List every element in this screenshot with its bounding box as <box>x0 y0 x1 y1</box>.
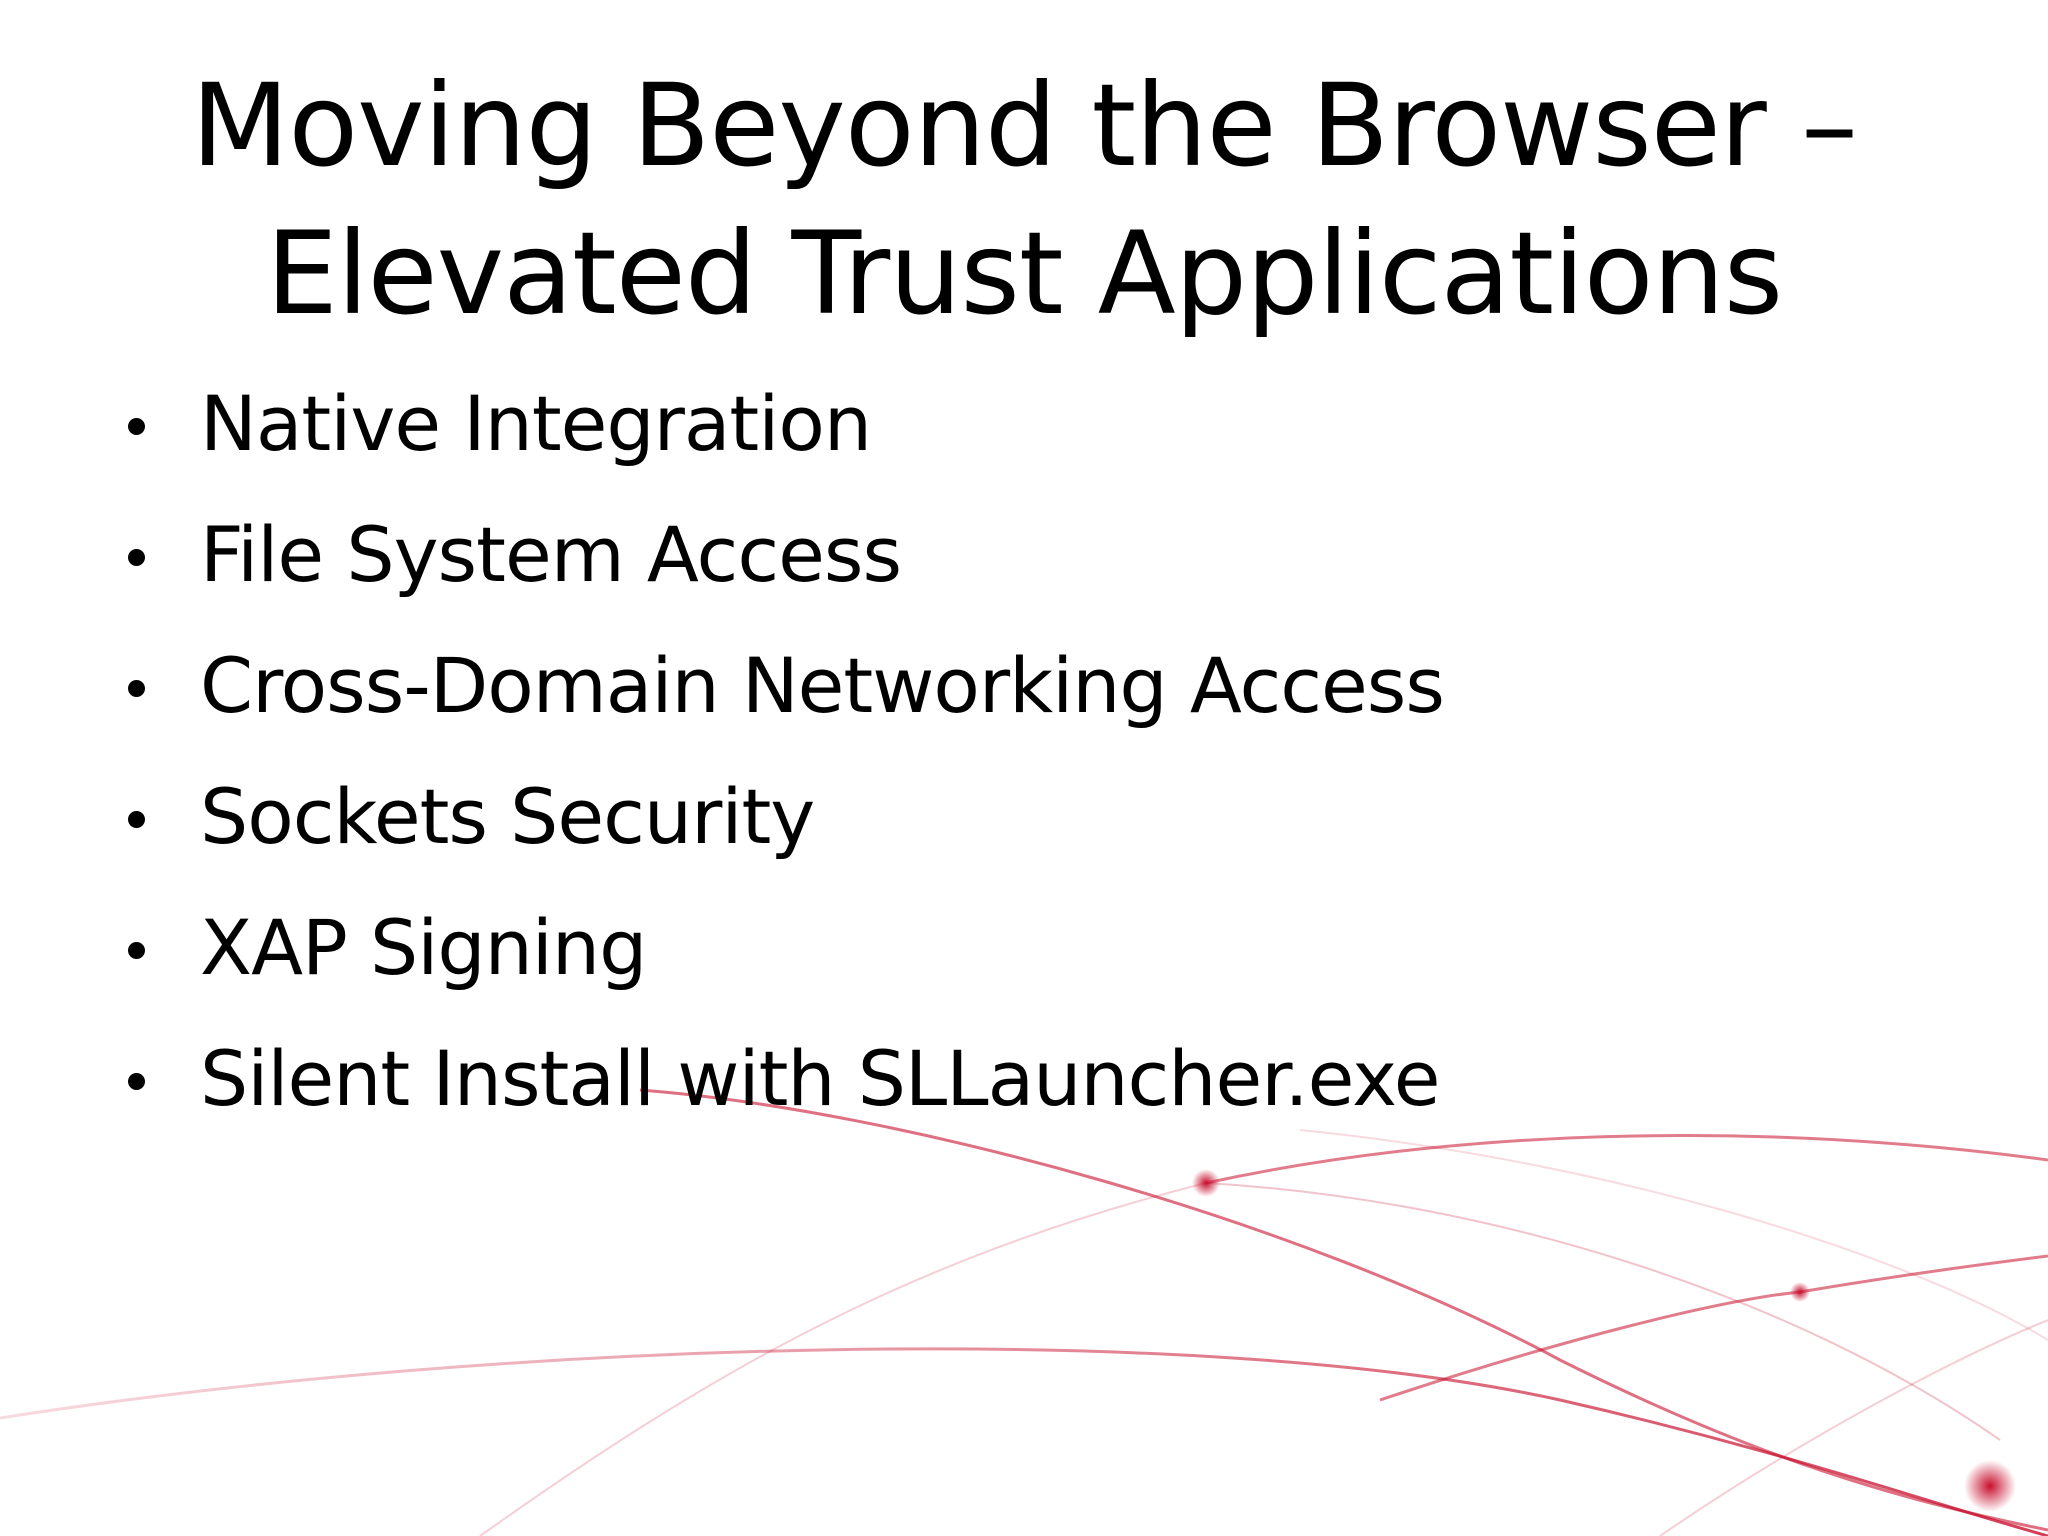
bullet-icon <box>128 811 145 828</box>
slide-title: Moving Beyond the Browser – Elevated Tru… <box>0 52 2048 348</box>
bullet-icon <box>128 942 145 959</box>
glow-dot <box>1790 1282 1810 1302</box>
bullet-item: Native Integration <box>122 368 1444 499</box>
arc-line <box>639 1088 2048 1532</box>
bullet-item: XAP Signing <box>122 892 1444 1023</box>
arc-line <box>479 1182 1207 1536</box>
bullet-text: Cross-Domain Networking Access <box>200 641 1445 730</box>
slide-title-line-2: Elevated Trust Applications <box>265 207 1783 340</box>
glow-dot <box>1964 1460 2016 1512</box>
bullet-icon <box>128 549 145 566</box>
bullet-item: Sockets Security <box>122 761 1444 892</box>
bullet-icon <box>128 1073 145 1090</box>
slide-title-line-1: Moving Beyond the Browser – <box>190 59 1858 192</box>
arc-line <box>1299 1129 2048 1341</box>
bullet-item: Cross-Domain Networking Access <box>122 630 1445 761</box>
bullet-list: Native Integration File System Access Cr… <box>122 368 1445 1154</box>
bullet-text: Native Integration <box>200 379 872 468</box>
arc-line <box>1379 1254 2048 1402</box>
bullet-text: XAP Signing <box>200 903 647 992</box>
bullet-item: File System Access <box>122 499 1444 630</box>
bullet-item: Silent Install with SLLauncher.exe <box>122 1023 1444 1154</box>
arc-line <box>0 1347 2048 1536</box>
arc-line <box>1205 1134 2048 1185</box>
bullet-text: Sockets Security <box>200 772 815 861</box>
glow-dot <box>1192 1169 1220 1197</box>
arc-line <box>1659 1319 2048 1536</box>
bullet-text: Silent Install with SLLauncher.exe <box>200 1034 1440 1123</box>
bullet-text: File System Access <box>200 510 902 599</box>
bullet-icon <box>128 418 145 435</box>
bullet-icon <box>128 680 145 697</box>
arc-line <box>1205 1182 2001 1441</box>
